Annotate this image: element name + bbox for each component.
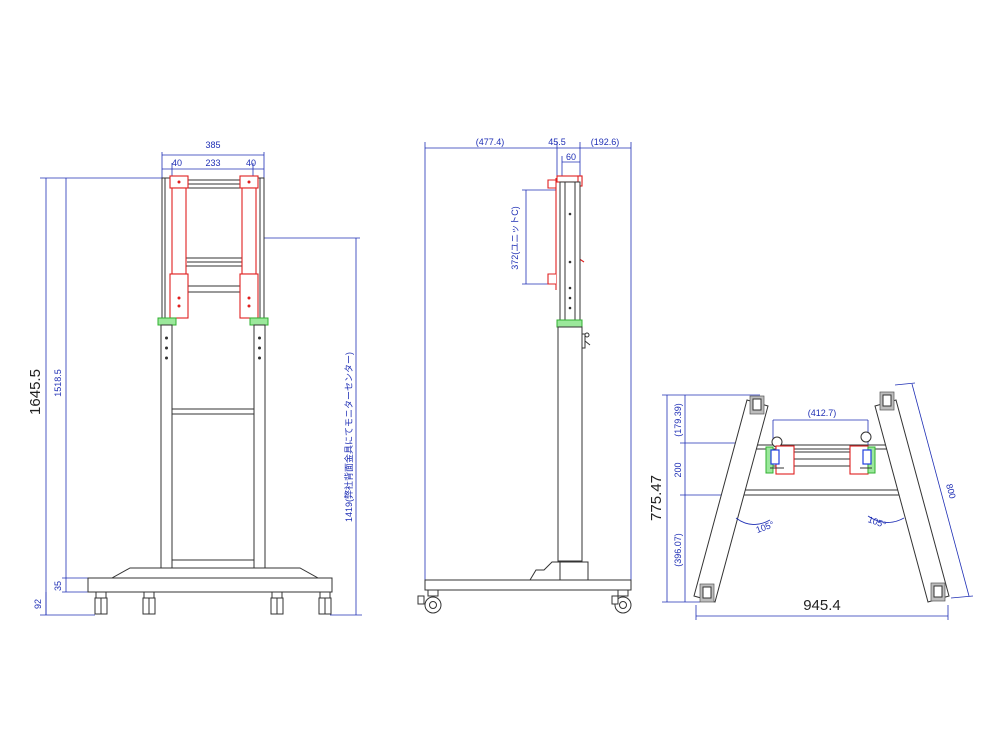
depth-rear-top-label: (396.07) bbox=[673, 533, 683, 567]
top-view: 775.47 (179.39) 200 (396.07) (412.7) 945… bbox=[648, 382, 974, 620]
width-left-label: 40 bbox=[172, 158, 182, 168]
top-casters bbox=[699, 391, 946, 603]
depth-middle-label: 200 bbox=[673, 462, 683, 477]
angle-left-label: 105° bbox=[755, 519, 776, 535]
depth-front-label: (477.4) bbox=[476, 137, 505, 147]
angle-right-label: 105° bbox=[867, 514, 888, 530]
height-total-label: 1645.5 bbox=[27, 369, 44, 415]
width-total-label: 385 bbox=[205, 140, 220, 150]
monitor-center-label: 1419(弊社背面金具にてモニターセンター) bbox=[343, 352, 354, 522]
height-caster-label: 92 bbox=[33, 599, 43, 609]
front-view: 385 40 233 40 1645.5 1518.5 35 92 1419(弊… bbox=[27, 140, 362, 616]
depth-front-top-label: (179.39) bbox=[673, 403, 683, 437]
inner-span-label: (412.7) bbox=[808, 408, 837, 418]
front-casters bbox=[94, 591, 332, 615]
height-base-label: 35 bbox=[53, 581, 63, 591]
depth-rear-label: (192.6) bbox=[591, 137, 620, 147]
side-casters bbox=[417, 589, 632, 614]
unit-height-label: 372(ユニットC) bbox=[510, 206, 520, 270]
width-total-top-label: 945.4 bbox=[803, 597, 841, 614]
leg-length-label: 800 bbox=[944, 483, 958, 500]
height-upper-label: 1518.5 bbox=[53, 369, 63, 397]
bracket-width-label: 60 bbox=[566, 152, 576, 162]
width-middle-label: 233 bbox=[205, 158, 220, 168]
depth-post-label: 45.5 bbox=[548, 137, 566, 147]
depth-total-label: 775.47 bbox=[648, 475, 665, 521]
width-right-label: 40 bbox=[246, 158, 256, 168]
side-view: (477.4) 45.5 (192.6) 60 372(ユニットC) bbox=[417, 137, 632, 614]
